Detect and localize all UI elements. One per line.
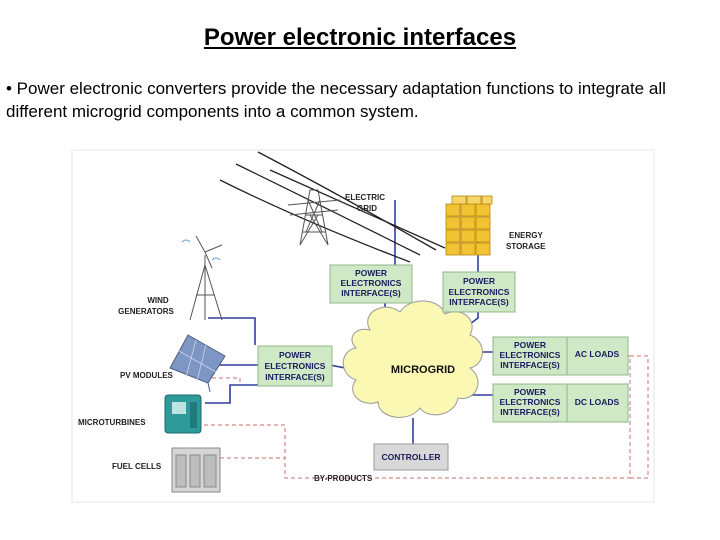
bullet-text: • Power electronic converters provide th…	[6, 79, 666, 121]
svg-text:ELECTRONICS: ELECTRONICS	[265, 361, 326, 371]
svg-text:ELECTRONICS: ELECTRONICS	[341, 278, 402, 288]
wind-generators-label: WIND	[147, 296, 169, 305]
fuel-cells-icon	[171, 447, 221, 493]
transmission-tower-icon	[287, 189, 341, 246]
diagram-frame	[71, 149, 655, 503]
pei-box-dc-loads: POWER ELECTRONICS INTERFACE(S) DC LOADS	[492, 383, 629, 423]
dc-loads-label: DC LOADS	[575, 397, 620, 407]
page-title: Power electronic interfaces	[203, 24, 517, 51]
by-products-label: BY-PRODUCTS	[314, 474, 373, 483]
microturbines-label: MICROTURBINES	[78, 418, 146, 427]
svg-text:POWER: POWER	[355, 268, 387, 278]
fuel-cells-label: FUEL CELLS	[112, 462, 162, 471]
pv-modules-icon	[169, 334, 226, 393]
pv-modules-label: PV MODULES	[120, 371, 174, 380]
controller-label: CONTROLLER	[381, 452, 440, 462]
svg-text:ELECTRONICS: ELECTRONICS	[500, 397, 561, 407]
svg-text:ELECTRONICS: ELECTRONICS	[500, 350, 561, 360]
pei-box-storage: POWER ELECTRONICS INTERFACE(S)	[442, 271, 516, 313]
electric-grid-label-2: GRID	[357, 204, 377, 213]
energy-storage-label-2: STORAGE	[506, 242, 546, 251]
svg-text:POWER: POWER	[514, 340, 546, 350]
svg-text:INTERFACE(S): INTERFACE(S)	[265, 372, 325, 382]
ac-loads-label: AC LOADS	[575, 349, 620, 359]
pei-box-ac-loads: POWER ELECTRONICS INTERFACE(S) AC LOADS	[492, 336, 629, 376]
electric-grid-label: ELECTRIC	[345, 193, 385, 202]
microgrid-cloud	[342, 300, 483, 418]
pei-box-grid: POWER ELECTRONICS INTERFACE(S)	[329, 264, 413, 304]
svg-text:ELECTRONICS: ELECTRONICS	[449, 287, 510, 297]
svg-text:INTERFACE(S): INTERFACE(S)	[500, 407, 560, 417]
controller-box: CONTROLLER	[373, 443, 449, 471]
wind-generators-label-2: GENERATORS	[118, 307, 174, 316]
pei-box-sources: POWER ELECTRONICS INTERFACE(S)	[257, 345, 333, 387]
svg-text:POWER: POWER	[279, 350, 311, 360]
transmission-wires	[219, 151, 446, 263]
energy-storage-label: ENERGY	[509, 231, 543, 240]
svg-text:POWER: POWER	[463, 276, 495, 286]
microturbine-icon	[164, 394, 202, 434]
svg-text:INTERFACE(S): INTERFACE(S)	[449, 297, 509, 307]
svg-text:INTERFACE(S): INTERFACE(S)	[341, 288, 401, 298]
microgrid-label: MICROGRID	[391, 364, 455, 376]
svg-text:POWER: POWER	[514, 387, 546, 397]
svg-text:INTERFACE(S): INTERFACE(S)	[500, 360, 560, 370]
energy-storage-icon	[445, 195, 493, 256]
wind-generator-icon	[181, 235, 223, 321]
